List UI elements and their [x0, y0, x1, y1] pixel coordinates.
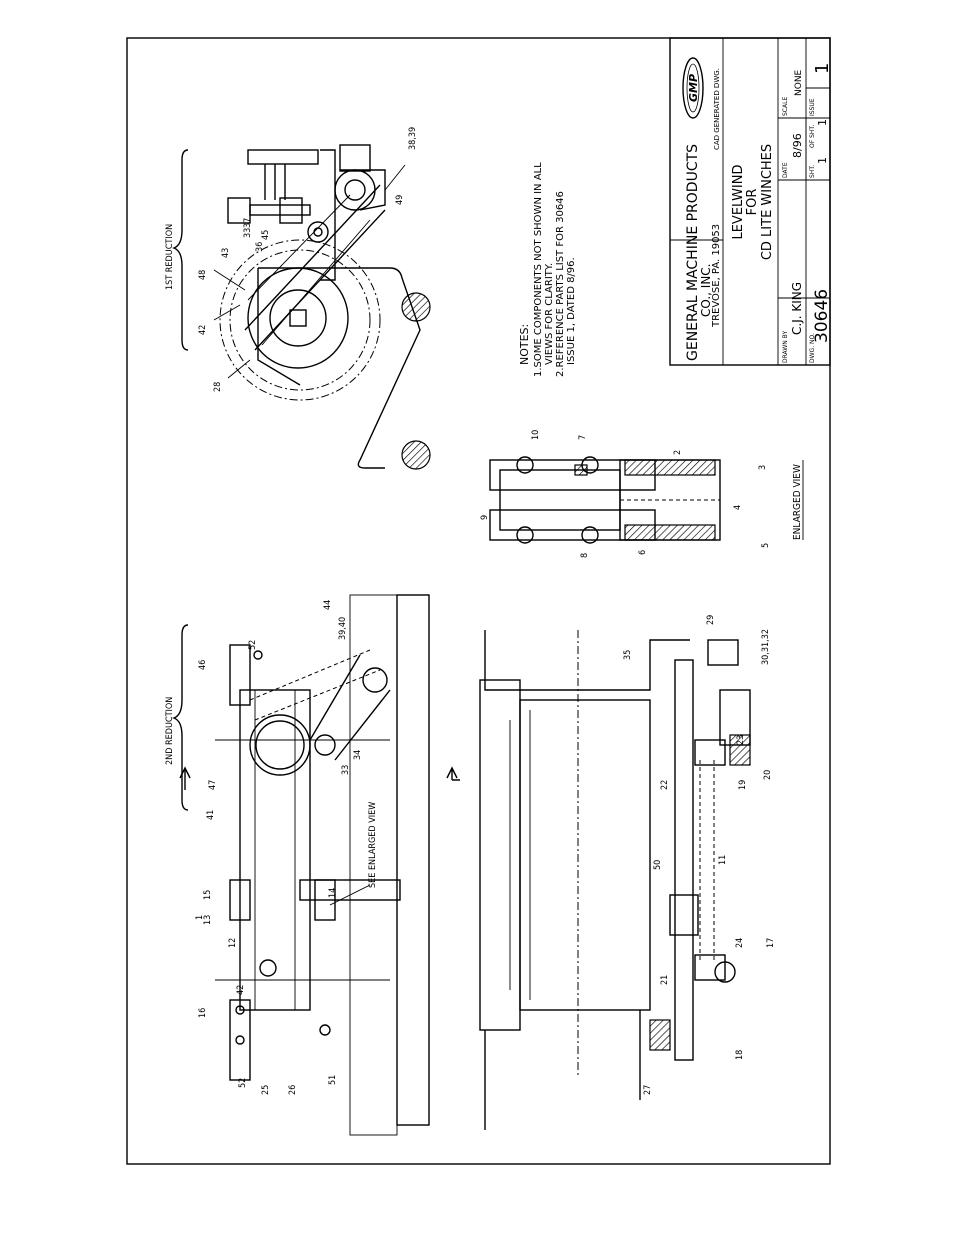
company-address: TREVOSE, PA. 19053 [711, 224, 722, 328]
svg-text:4: 4 [733, 505, 743, 510]
bottom-view: 35 29 30,31,32 23 20 19 22 50 11 24 17 2… [479, 615, 776, 1130]
svg-text:41: 41 [206, 810, 216, 820]
date-value: 8/96 [791, 133, 804, 158]
dwg-no-label: DWG. NO. [809, 333, 816, 363]
svg-text:3: 3 [758, 465, 768, 470]
svg-text:2: 2 [673, 450, 683, 455]
drawn-by-label: DRAWN BY [782, 331, 789, 363]
of-sheet-label: OF SHT. [809, 125, 816, 148]
svg-text:52: 52 [248, 640, 258, 650]
svg-text:2.REFERENCE PARTS LIST FOR 306: 2.REFERENCE PARTS LIST FOR 30646 [555, 191, 566, 377]
scale-value: NONE [794, 69, 804, 96]
svg-text:46: 46 [198, 660, 208, 670]
svg-text:1ST REDUCTION: 1ST REDUCTION [165, 224, 175, 290]
svg-text:35: 35 [623, 650, 633, 660]
cad-note: CAD GENERATED DWG. [713, 68, 721, 150]
sheet-label: SHT. [809, 165, 816, 178]
date-label: DATE [782, 162, 789, 178]
svg-text:1: 1 [195, 915, 205, 920]
svg-text:19: 19 [738, 780, 748, 790]
svg-text:39,40: 39,40 [338, 617, 348, 640]
svg-text:17: 17 [766, 938, 776, 948]
svg-text:2ND REDUCTION: 2ND REDUCTION [165, 697, 175, 765]
svg-text:SEE ENLARGED VIEW: SEE ENLARGED VIEW [368, 802, 378, 888]
company-name: GENERAL MACHINE PRODUCTS [685, 144, 701, 361]
svg-text:22: 22 [660, 780, 670, 790]
base-rail [396, 594, 430, 1126]
svg-text:ISSUE 1, DATED 8/96.: ISSUE 1, DATED 8/96. [566, 257, 577, 365]
title-block: GMP GENERAL MACHINE PRODUCTS CO., INC. T… [669, 37, 833, 366]
mounting-foot [401, 440, 431, 470]
gmp-logo: GMP [682, 57, 704, 119]
svg-text:21: 21 [660, 975, 670, 985]
svg-text:27: 27 [643, 1085, 653, 1095]
svg-text:33: 33 [243, 228, 253, 238]
svg-text:48: 48 [198, 270, 208, 280]
svg-text:28: 28 [213, 382, 223, 392]
svg-text:29: 29 [706, 615, 716, 625]
svg-text:VIEWS FOR CLARITY.: VIEWS FOR CLARITY. [544, 263, 555, 365]
dwg-no-value: 30646 [812, 289, 832, 343]
second-reduction-view: 2ND REDUCTION SEE ENLARGED VIEW [165, 594, 460, 1136]
svg-text:33: 33 [341, 765, 351, 775]
svg-text:37: 37 [243, 218, 253, 228]
svg-text:43: 43 [221, 248, 231, 258]
svg-text:23: 23 [736, 735, 746, 745]
svg-text:47: 47 [208, 780, 218, 790]
svg-text:44: 44 [323, 600, 333, 610]
svg-text:9: 9 [480, 515, 490, 520]
sheet-value: 1 [816, 157, 829, 164]
scale-label: SCALE [782, 97, 789, 116]
svg-text:25: 25 [261, 1085, 271, 1095]
svg-text:7: 7 [578, 435, 588, 440]
svg-text:42: 42 [198, 325, 208, 335]
svg-text:49: 49 [395, 195, 405, 205]
of-sheet-value: 1 [816, 119, 829, 126]
svg-text:51: 51 [328, 1075, 338, 1085]
svg-text:ENLARGED VIEW: ENLARGED VIEW [792, 464, 803, 540]
svg-text:20: 20 [763, 770, 773, 780]
svg-text:14: 14 [328, 888, 338, 898]
svg-text:16: 16 [198, 1008, 208, 1018]
svg-text:11: 11 [718, 855, 728, 865]
svg-text:26: 26 [288, 1085, 298, 1095]
drawn-by-value: C.J. KING [790, 282, 804, 335]
svg-text:1.SOME COMPONENTS NOT SHOWN IN: 1.SOME COMPONENTS NOT SHOWN IN ALL [533, 162, 544, 377]
svg-text:36: 36 [255, 242, 265, 252]
svg-text:18: 18 [735, 1050, 745, 1060]
mounting-foot [401, 292, 431, 322]
svg-text:34: 34 [353, 750, 363, 760]
svg-text:13: 13 [203, 915, 213, 925]
svg-text:45: 45 [261, 230, 271, 240]
drawing-notes: NOTES: 1.SOME COMPONENTS NOT SHOWN IN AL… [518, 162, 577, 377]
svg-text:30,31,32: 30,31,32 [761, 629, 771, 665]
first-reduction-view: 1ST REDUCTION 28 42 [165, 127, 431, 470]
svg-text:10: 10 [531, 430, 541, 440]
svg-text:6: 6 [638, 550, 648, 555]
issue-label: ISSUE [809, 98, 816, 116]
drawing-border [126, 37, 831, 1165]
svg-text:38,39: 38,39 [408, 127, 418, 150]
svg-text:15: 15 [203, 890, 213, 900]
drawing-title-line2: FOR [745, 189, 760, 216]
company-name-line2: CO., INC. [699, 264, 713, 318]
svg-text:8: 8 [580, 553, 590, 558]
svg-text:GMP: GMP [687, 74, 700, 102]
svg-text:24: 24 [735, 938, 745, 948]
sprocket-outline [219, 239, 381, 401]
svg-text:50: 50 [653, 860, 663, 870]
enlarged-view: ENLARGED VIEW 10 7 9 2 3 4 5 6 8 [480, 430, 804, 558]
drawing-title-line3: CD LITE WINCHES [760, 144, 775, 260]
svg-text:12: 12 [228, 938, 238, 948]
svg-text:NOTES:: NOTES: [518, 324, 531, 365]
svg-text:42: 42 [236, 985, 246, 995]
issue-value: 1 [812, 63, 833, 74]
svg-text:5: 5 [761, 543, 771, 548]
drawing-title-line1: LEVELWIND [731, 164, 746, 239]
svg-text:52: 52 [238, 1078, 248, 1088]
